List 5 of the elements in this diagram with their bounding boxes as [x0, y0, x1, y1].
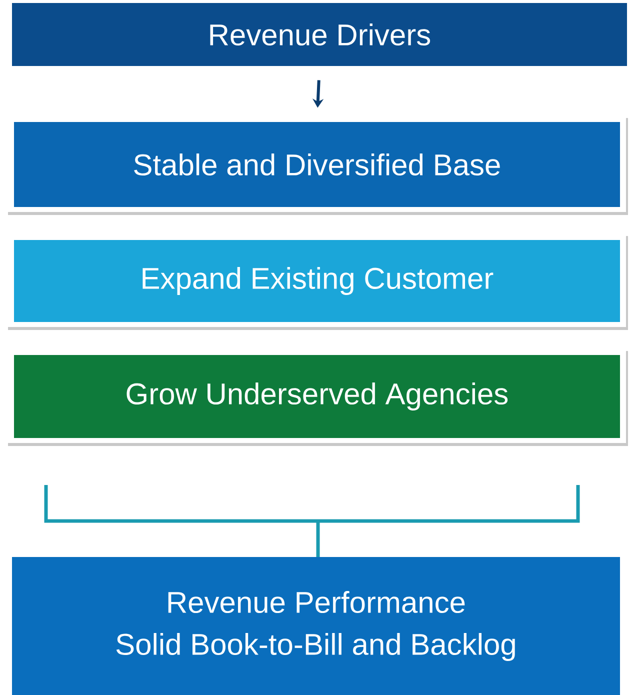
result-box: Revenue Performance Solid Book-to-Bill and Backlog — [12, 557, 620, 695]
header-bar: Revenue Drivers — [12, 3, 627, 66]
driver-box: Stable and Diversified Base — [8, 116, 628, 215]
driver-box: Grow Underserved Agencies — [8, 349, 628, 446]
driver-box: Expand Existing Customer — [8, 234, 628, 330]
